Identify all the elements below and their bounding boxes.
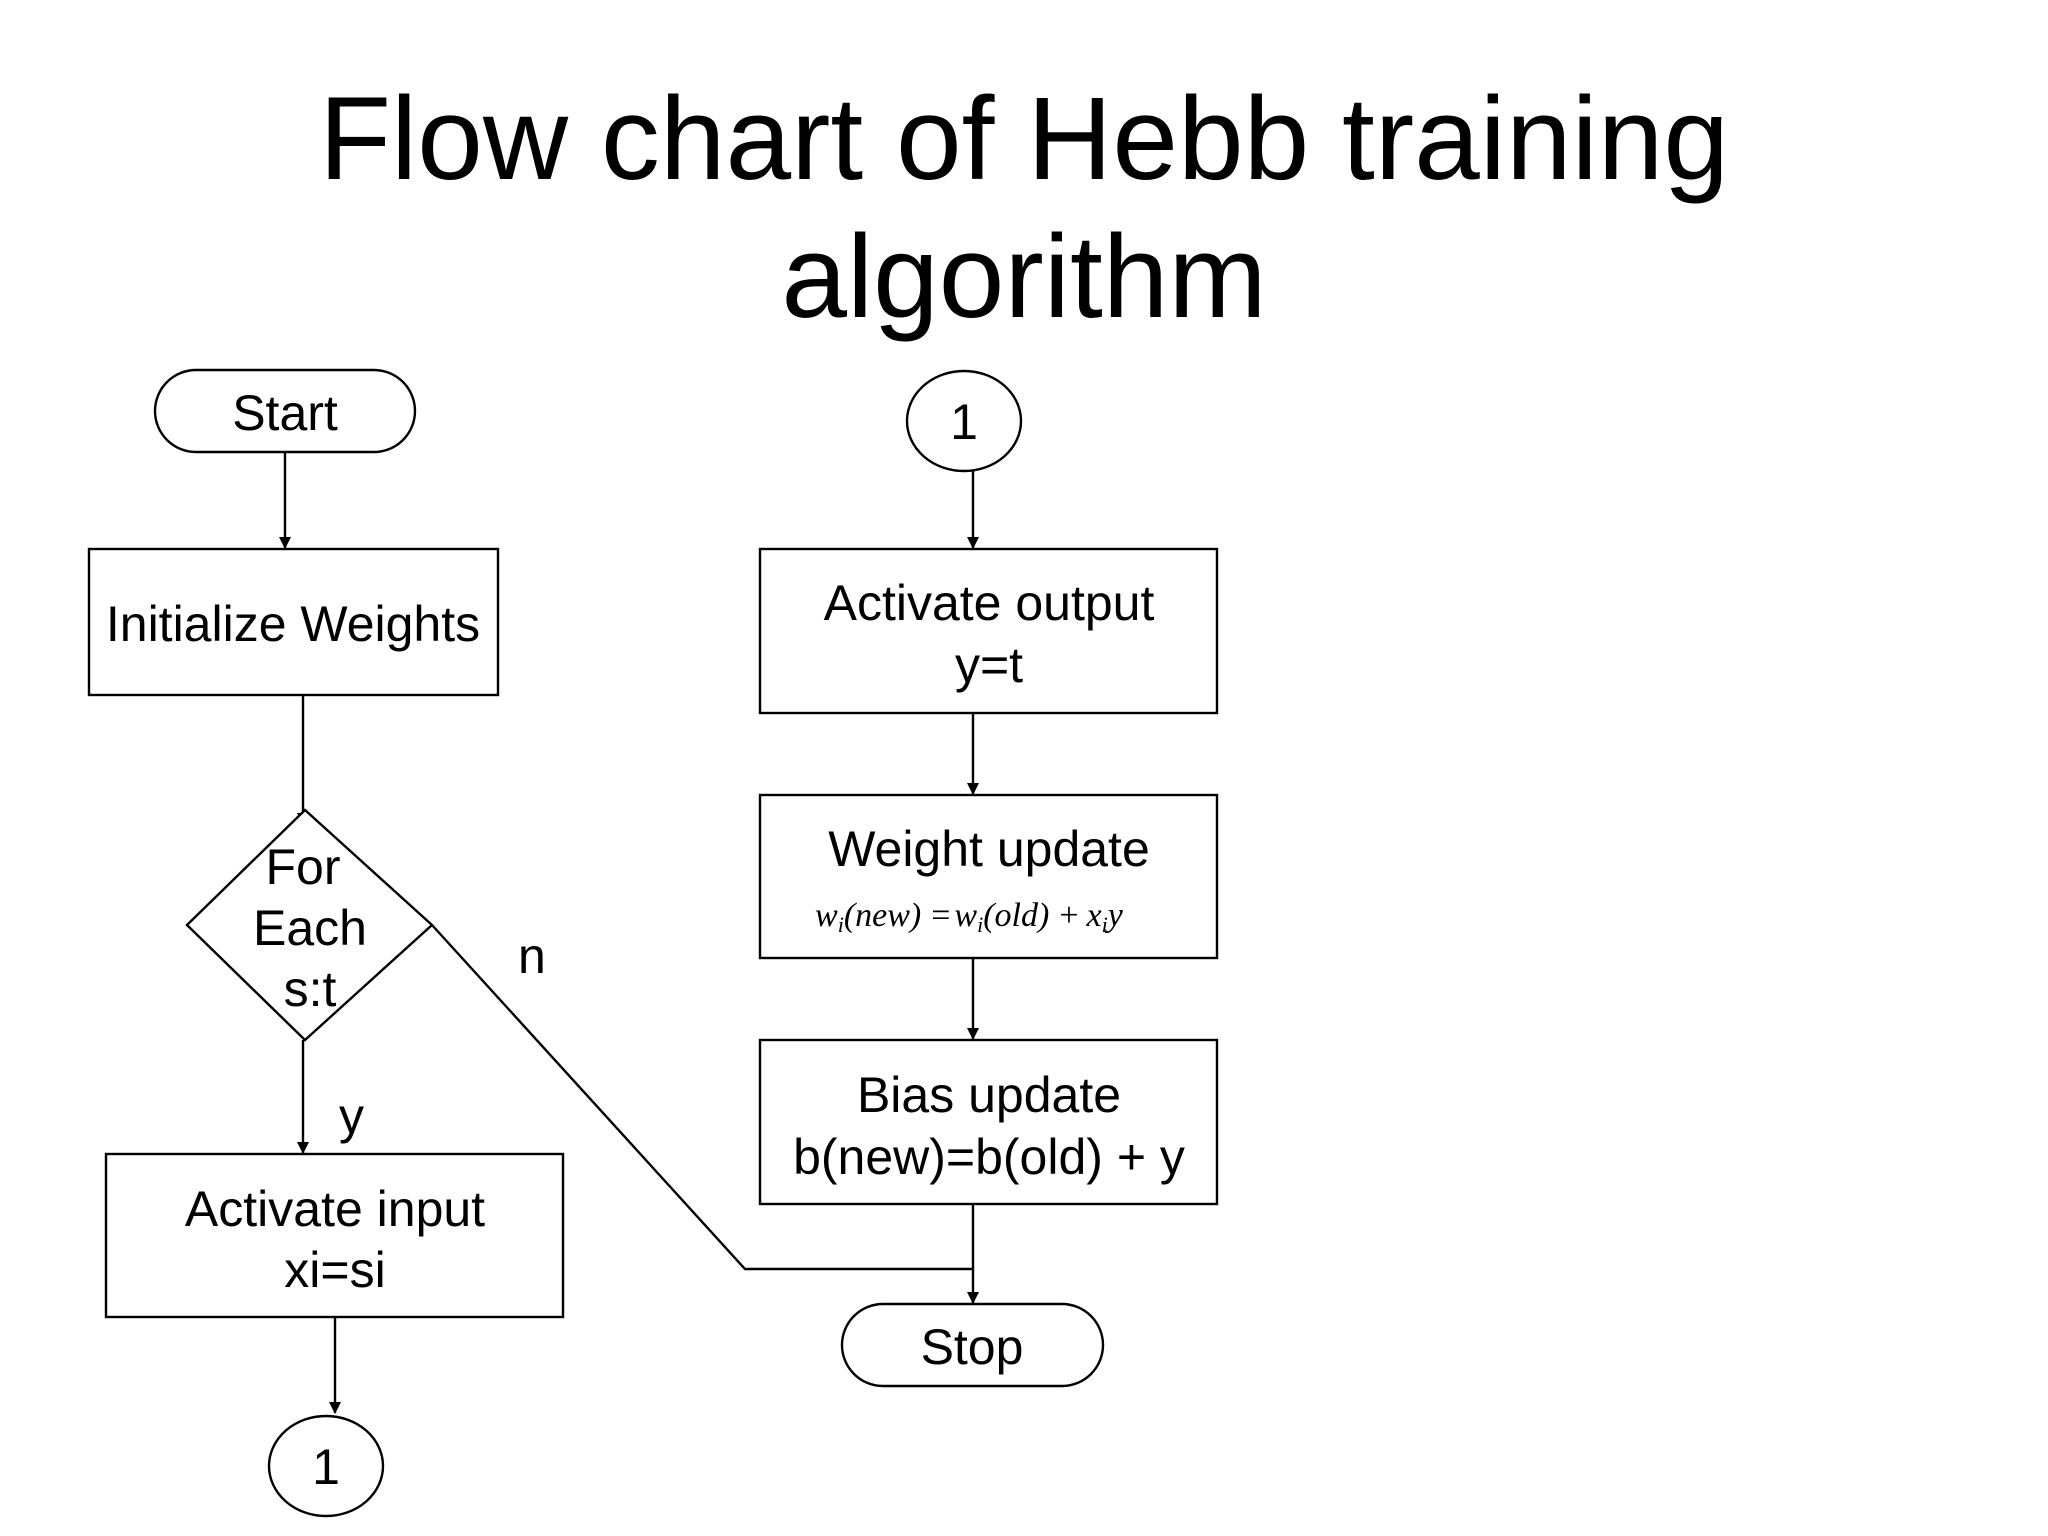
start-label: Start — [232, 385, 338, 441]
decision-label-2: Each — [253, 900, 367, 956]
connector-right-label: 1 — [950, 394, 978, 450]
title-line-2: algorithm — [781, 211, 1267, 343]
weight-update-formula: wi(new)=wi(old)+xiy — [815, 897, 1124, 937]
activate-input-box: Activate input xi=si — [104, 1152, 565, 1319]
initialize-weights-label: Initialize Weights — [106, 596, 480, 652]
activate-input-label-1: Activate input — [185, 1181, 485, 1237]
stop-label: Stop — [921, 1319, 1024, 1375]
initialize-weights-box: Initialize Weights — [87, 547, 500, 697]
start-terminal: Start — [153, 368, 417, 454]
no-branch-label: n — [518, 928, 546, 984]
bias-update-label-2: b(new)=b(old) + y — [793, 1129, 1185, 1185]
bias-update-label-1: Bias update — [857, 1067, 1121, 1123]
slide-title: Flow chart of Hebb training algorithm — [0, 70, 2048, 346]
connector-right: 1 — [905, 369, 1023, 473]
bias-update-box: Bias update b(new)=b(old) + y — [758, 1038, 1219, 1206]
weight-update-label: Weight update — [828, 821, 1150, 877]
connector-left: 1 — [267, 1414, 385, 1518]
stop-terminal: Stop — [840, 1302, 1105, 1388]
activate-input-label-2: xi=si — [284, 1242, 385, 1298]
connector-left-label: 1 — [312, 1439, 340, 1495]
no-branch-line — [431, 924, 973, 1271]
weight-update-box: Weight update wi(new)=wi(old)+xiy — [758, 793, 1219, 960]
activate-output-box: Activate output y=t — [758, 547, 1219, 715]
decision-diamond: For Each s:t — [185, 808, 434, 1042]
yes-branch-label: y — [339, 1088, 364, 1144]
activate-output-label-1: Activate output — [824, 575, 1155, 631]
decision-label-1: For — [266, 839, 341, 895]
decision-label-3: s:t — [284, 961, 337, 1017]
activate-output-label-2: y=t — [955, 637, 1023, 693]
title-line-1: Flow chart of Hebb training — [318, 73, 1730, 205]
